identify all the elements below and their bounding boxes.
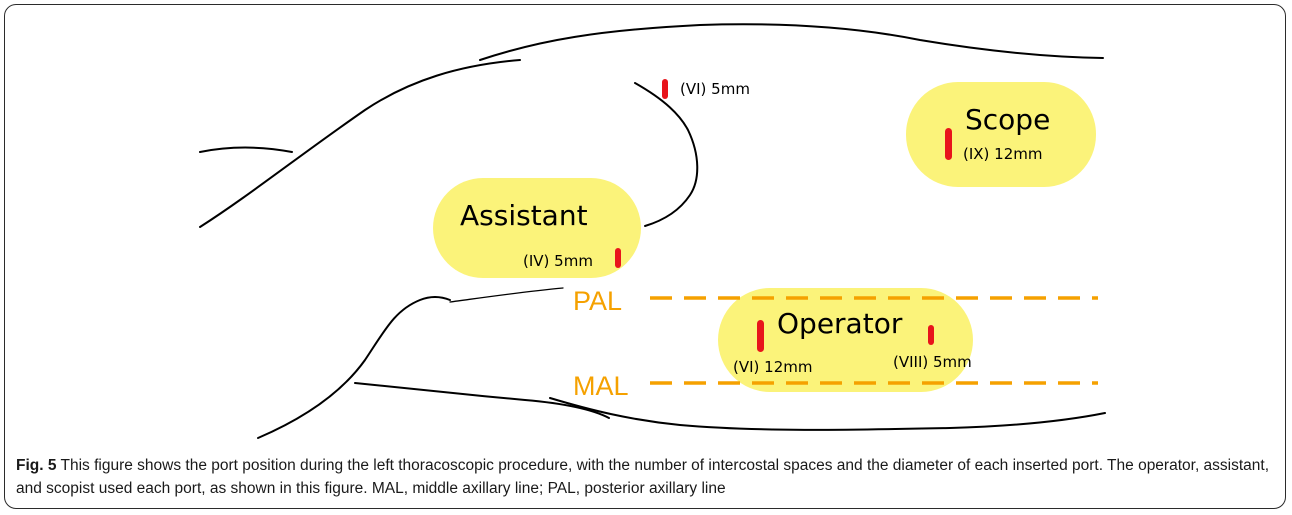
arm-line [199, 146, 293, 153]
pal-connector-line [449, 287, 564, 303]
top-port-label: (VI) 5mm [680, 80, 750, 98]
port-marker-top [662, 79, 668, 99]
pal-label: PAL [573, 286, 622, 316]
operator-highlight [718, 288, 973, 392]
body-outline [199, 23, 1106, 439]
assistant-highlight [433, 178, 641, 278]
upper-back-contour [199, 59, 521, 228]
port-marker-operator-right [928, 325, 934, 345]
port-markers [615, 79, 952, 352]
port-marker-operator-left [757, 320, 764, 352]
figure-caption: Fig. 5 This figure shows the port positi… [16, 454, 1278, 500]
figure-label: Fig. 5 [16, 457, 57, 474]
scapula-curve [634, 82, 699, 227]
scope-label: Scope [965, 103, 1050, 136]
mal-label: MAL [573, 371, 629, 401]
lower-chest-curve [257, 296, 451, 439]
lower-contour [549, 397, 1106, 431]
rib-line [354, 382, 610, 419]
port-marker-scope [945, 128, 952, 160]
scope-highlight [906, 82, 1096, 187]
assistant-port-label: (IV) 5mm [523, 252, 593, 270]
operator-label: Operator [777, 307, 903, 340]
assistant-label: Assistant [460, 199, 588, 232]
top-contour [479, 23, 1104, 61]
port-marker-assistant [615, 248, 621, 268]
scope-port-label: (IX) 12mm [963, 145, 1042, 163]
operator-left-port-label: (VI) 12mm [733, 358, 812, 376]
caption-text: This figure shows the port position duri… [16, 457, 1270, 497]
operator-right-port-label: (VIII) 5mm [893, 353, 972, 371]
